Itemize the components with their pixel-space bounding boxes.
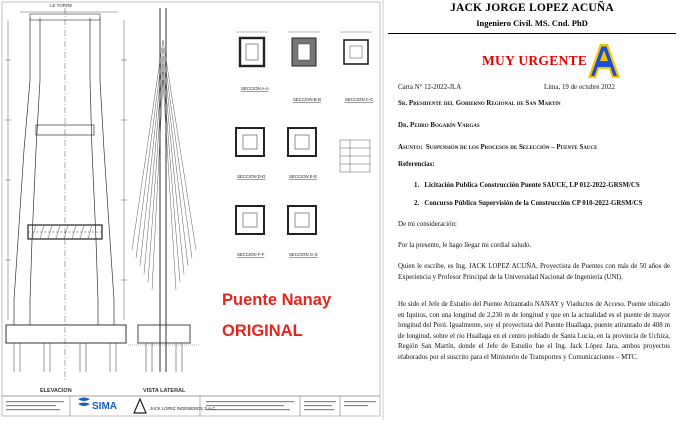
section-title-f-f: SECCION F-F (237, 252, 265, 257)
section-a-a: SECCION A-A (236, 31, 269, 91)
paragraph-2: Quien le escribe, es Ing. JACK LOPEZ ACU… (398, 263, 670, 281)
author-credentials: Ingeniero Civil. MS. Cnd. PhD (476, 18, 588, 28)
reference-number: 1. (414, 182, 420, 189)
section-e-e: SECCION E-E (287, 127, 317, 179)
subject-text: Suspensión de los Procesos de Selección … (425, 144, 598, 151)
section-g-g: SECCION G-G (287, 205, 319, 257)
label-tower-axis: LE TORRE (50, 3, 72, 8)
section-title-c-c: SECCION C-C (345, 97, 373, 102)
sections-panel: SECCION A-A SECCION B-B SECCION C-C SECC… (235, 31, 373, 257)
section-c-c: SECCION C-C (340, 31, 373, 102)
subject-line: Asunto: Suspensión de los Procesos de Se… (398, 143, 598, 153)
paragraph-3: He sido el Jefe de Estudio del Puente At… (398, 301, 670, 361)
lateral-title: VISTA LATERAL (143, 388, 186, 394)
section-b-b: SECCION B-B (288, 31, 321, 102)
addressee-name: Dr. Pedro Bogarín Vargas (398, 122, 480, 129)
lateral-view (128, 8, 200, 372)
section-title-e-e: SECCION E-E (289, 174, 317, 179)
section-title-a-a: SECCION A-A (241, 86, 269, 91)
ref-number: Carta N° 12-2022-JLA (398, 84, 462, 91)
section-title-d-d: SECCION D-D (237, 174, 265, 179)
reference-item: 2. Concurso Público Supervisión de la Co… (414, 199, 642, 209)
a-logo-icon (588, 44, 620, 78)
reference-number: 2. (414, 200, 420, 207)
engineering-drawing-panel: LE TORRE ELEVACION VISTA LATERAL (1, 1, 381, 417)
paragraph-1: Por la presente, le hago llegar mi cordi… (398, 242, 532, 249)
section-title-b-b: SECCION B-B (293, 97, 321, 102)
section-table (339, 139, 371, 173)
reference-text: Licitación Publica Construcción Puente S… (424, 182, 640, 189)
letter-panel: JACK JORGE LOPEZ ACUÑA Ingeniero Civil. … (384, 0, 680, 420)
sima-logo: SIMA (78, 397, 117, 412)
elevation-title: ELEVACION (40, 388, 72, 394)
greeting: De mi consideración: (398, 221, 457, 228)
panel-divider (382, 0, 384, 420)
sima-logo-text: SIMA (92, 401, 117, 412)
author-name: JACK JORGE LOPEZ ACUÑA (450, 2, 614, 14)
jla-logo: JACK LOPEZ INGENIEROS S.A.C. (133, 397, 216, 414)
references-label: Referencias: (398, 161, 435, 168)
section-title-g-g: SECCION G-G (289, 252, 319, 257)
section-f-f: SECCION F-F (235, 205, 265, 257)
urgent-stamp: MUY URGENTE (482, 53, 588, 68)
section-d-d: SECCION D-D (235, 127, 265, 179)
subject-label: Asunto: (398, 144, 423, 151)
header-rule (388, 33, 676, 34)
reference-item: 1. Licitación Publica Construcción Puent… (414, 181, 640, 191)
elevation-view (5, 8, 127, 380)
reference-text: Concurso Público Supervisión de la Const… (424, 200, 643, 207)
overlay-subtitle: ORIGINAL (222, 322, 303, 340)
overlay-title: Puente Nanay (222, 291, 332, 309)
addressee-title: Sr. Presidente del Gobierno Regional de … (398, 100, 561, 107)
title-block: SIMA JACK LOPEZ INGENIEROS S.A.C. (2, 395, 380, 416)
tower-drawing: LE TORRE ELEVACION VISTA LATERAL (1, 1, 381, 417)
place-date: Lima, 19 de octubre 2022 (544, 84, 615, 91)
jla-company-name: JACK LOPEZ INGENIEROS S.A.C. (150, 406, 216, 411)
